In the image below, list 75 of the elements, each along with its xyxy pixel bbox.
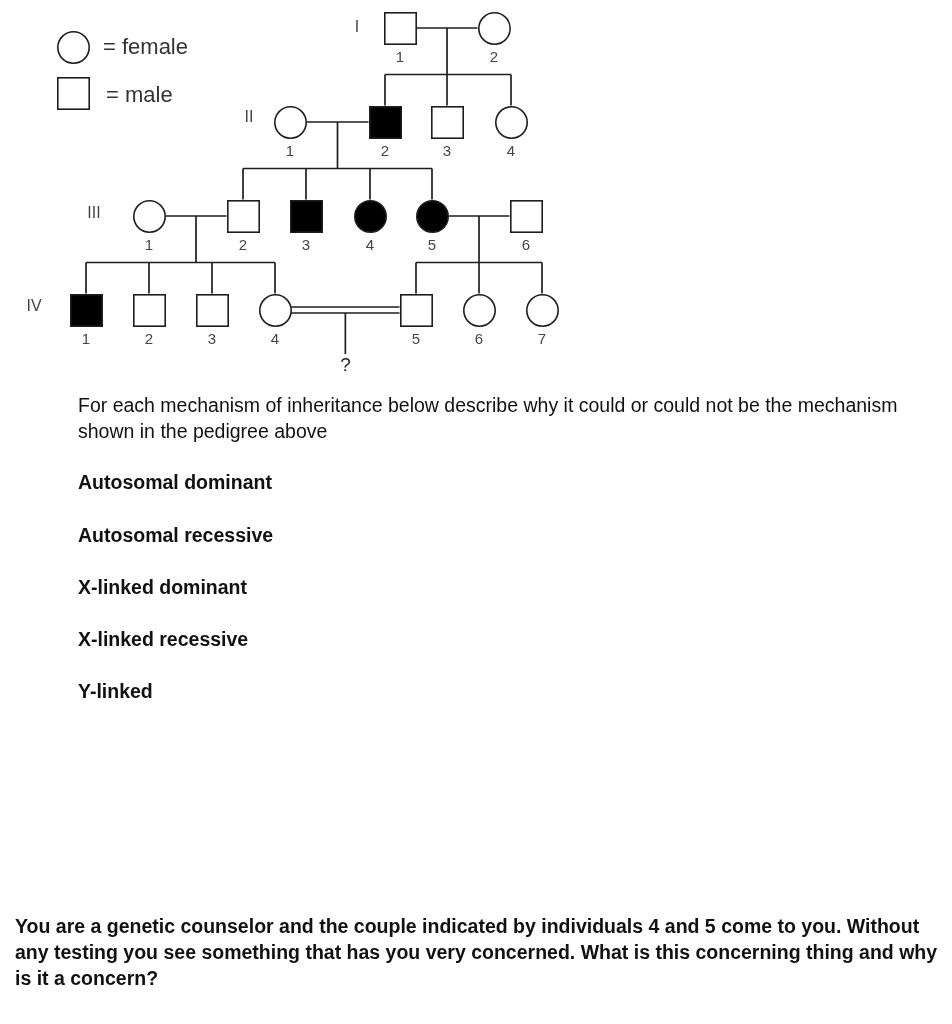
male-symbol (383, 11, 417, 45)
individual-number: 3 (301, 237, 311, 252)
descent-line (541, 261, 543, 295)
legend-label: = female (103, 34, 188, 60)
descent-line (211, 261, 213, 295)
mating-line (447, 215, 511, 217)
generation-label: I (354, 19, 360, 35)
individual-number: 2 (380, 143, 390, 158)
sibship-line (85, 215, 276, 264)
individual-number: 5 (427, 237, 437, 252)
female-symbol (258, 293, 292, 327)
instruction-text: For each mechanism of inheritance below describe why it could or could not be the mechanism shown in the pedigree above (78, 393, 899, 444)
individual-number: 6 (474, 331, 484, 346)
generation-label: IV (26, 298, 42, 314)
male-symbol (132, 293, 166, 327)
female-symbol (477, 11, 511, 45)
female-symbol (494, 105, 528, 139)
question-text: You are a genetic counselor and the couple indicated by individuals 4 and 5 come to you. Without any testing you see something that has you very concerned. What is this concerning thing and why is it a concern? (15, 914, 939, 991)
individual-number: 5 (411, 331, 421, 346)
male-symbol (509, 199, 543, 233)
mating-line (415, 27, 479, 29)
individual-number: 3 (442, 143, 452, 158)
affected-female-symbol (353, 199, 387, 233)
unknown-child-label: ? (340, 354, 351, 376)
descent-line (431, 167, 433, 201)
male-symbol (399, 293, 433, 327)
mating-line (164, 215, 228, 217)
individual-number: 6 (521, 237, 531, 252)
female-symbol (273, 105, 307, 139)
descent-line (344, 312, 347, 355)
individual-number: 1 (81, 331, 91, 346)
mating-line (305, 121, 370, 123)
descent-line (478, 261, 480, 295)
descent-line (384, 73, 386, 107)
female-symbol (525, 293, 559, 327)
individual-number: 2 (238, 237, 248, 252)
individual-number: 4 (365, 237, 375, 252)
affected-female-symbol (415, 199, 449, 233)
affected-male-symbol (289, 199, 323, 233)
inheritance-mode-heading: Autosomal recessive (78, 523, 274, 548)
descent-line (369, 167, 371, 201)
legend-label: = male (106, 82, 173, 108)
inheritance-mode-heading: Autosomal dominant (78, 470, 272, 495)
individual-number: 2 (489, 49, 499, 64)
descent-line (305, 167, 307, 201)
individual-number: 1 (285, 143, 295, 158)
individual-number: 4 (270, 331, 280, 346)
individual-number: 3 (207, 331, 217, 346)
descent-line (242, 167, 244, 201)
individual-number: 2 (144, 331, 154, 346)
generation-label: II (244, 109, 254, 125)
individual-number: 1 (144, 237, 154, 252)
inheritance-mode-heading: X-linked recessive (78, 627, 249, 652)
female-symbol (132, 199, 166, 233)
male-symbol (195, 293, 229, 327)
inheritance-mode-heading: Y-linked (78, 679, 153, 704)
descent-line (510, 73, 512, 107)
sibship-line (242, 121, 433, 170)
male-symbol (226, 199, 260, 233)
descent-line (148, 261, 150, 295)
inheritance-mode-heading: X-linked dominant (78, 575, 247, 600)
individual-number: 1 (395, 49, 405, 64)
descent-line (446, 73, 448, 107)
individual-number: 4 (506, 143, 516, 158)
male-symbol (430, 105, 464, 139)
descent-line (85, 261, 87, 295)
sibship-line (384, 27, 512, 76)
descent-line (274, 261, 276, 295)
generation-label: III (87, 205, 101, 221)
affected-male-symbol (368, 105, 402, 139)
affected-male-symbol (69, 293, 103, 327)
female-symbol (462, 293, 496, 327)
individual-number: 7 (537, 331, 547, 346)
descent-line (415, 261, 417, 295)
sibship-line (415, 215, 543, 264)
